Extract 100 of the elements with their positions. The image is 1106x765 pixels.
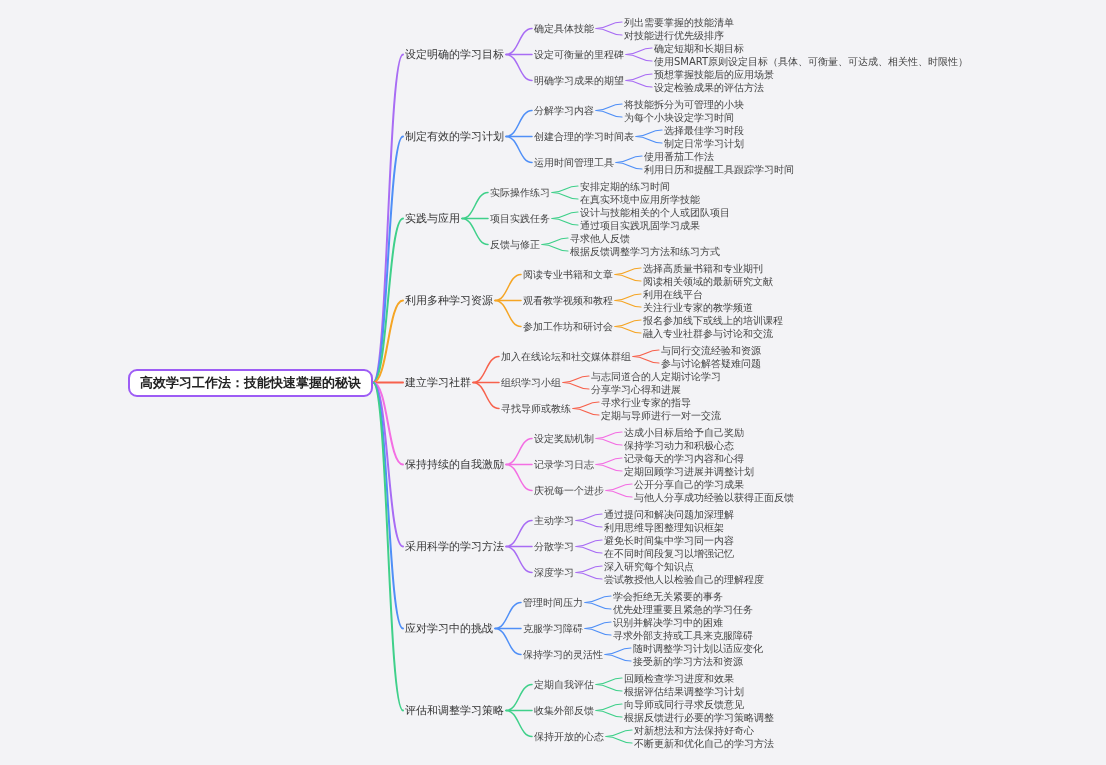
branch-line [505, 135, 533, 164]
leaf-topic: 参与讨论解答疑难问题 [659, 356, 763, 370]
branch-line [575, 519, 603, 528]
leaf-topic: 阅读相关领域的最新研究文献 [641, 274, 775, 288]
subtopic: 参加工作坊和研讨会 [521, 320, 615, 333]
leaf-topic: 深入研究每个知识点 [602, 559, 766, 573]
branch-line [604, 653, 632, 662]
subtopic: 保持开放的心态 [532, 730, 606, 743]
leaf-topic: 随时调整学习计划以适应变化 [631, 641, 765, 655]
leaf-topic: 回顾检查学习进度和效果 [622, 671, 746, 685]
branch-line [625, 79, 653, 88]
branch-line [494, 601, 522, 630]
subtopic: 记录学习日志 [532, 458, 596, 471]
subtopic: 收集外部反馈 [532, 704, 596, 717]
branch-line [614, 299, 642, 308]
branch-line [584, 601, 612, 610]
branch-line [372, 381, 404, 712]
leaf-topic: 接受新的学习方法和资源 [631, 654, 765, 668]
branch-line [614, 325, 642, 334]
leaf-topic: 与同行交流经验和资源 [659, 343, 763, 357]
leaf-topic: 使用SMART原则设定目标（具体、可衡量、可达成、相关性、时限性） [652, 54, 971, 68]
leaf-topic: 利用日历和提醒工具跟踪学习时间 [642, 162, 796, 176]
branch-line [494, 299, 522, 328]
branch-line [541, 243, 569, 252]
branch-line [372, 381, 404, 466]
leaf-topic: 与他人分享成功经验以获得正面反馈 [632, 490, 796, 504]
leaf-topic: 达成小目标后给予自己奖励 [622, 425, 746, 439]
subtopic: 确定具体技能 [532, 22, 596, 35]
branch-line [505, 27, 533, 56]
subtopic: 设定可衡量的里程碑 [532, 48, 626, 61]
branch-line [461, 191, 489, 220]
subtopic: 明确学习成果的期望 [532, 74, 626, 87]
leaf-topic: 设计与技能相关的个人或团队项目 [578, 205, 732, 219]
leaf-topic: 寻求外部支持或工具来克服障碍 [611, 628, 755, 642]
leaf-topic: 在不同时间段复习以增强记忆 [602, 546, 736, 560]
subtopic: 克服学习障碍 [521, 622, 585, 635]
branch-line [505, 109, 533, 138]
branch-line [572, 407, 600, 416]
subtopic: 主动学习 [532, 514, 576, 527]
leaf-topic: 在真实环境中应用所学技能 [578, 192, 702, 206]
leaf-topic: 寻求他人反馈 [568, 231, 722, 245]
leaf-topic: 制定日常学习计划 [662, 136, 746, 150]
leaf-topic: 定期与导师进行一对一交流 [599, 408, 723, 422]
branch-line [372, 299, 404, 384]
leaf-topic: 寻求行业专家的指导 [599, 395, 723, 409]
branch-line [505, 519, 533, 548]
branch-line [632, 355, 660, 364]
leaf-topic: 记录每天的学习内容和心得 [622, 451, 756, 465]
branch-line [494, 273, 522, 302]
branch-line [505, 709, 533, 738]
branch-line [605, 735, 633, 744]
branch-line [584, 627, 612, 636]
branch-line [505, 437, 533, 466]
leaf-topic: 分享学习心得和进展 [589, 382, 723, 396]
branch-line [595, 109, 623, 118]
leaf-topic: 根据反馈进行必要的学习策略调整 [622, 710, 776, 724]
leaf-topic: 预想掌握技能后的应用场景 [652, 67, 776, 81]
branch-line [595, 437, 623, 446]
subtopic: 实际操作练习 [488, 186, 552, 199]
leaf-topic: 利用思维导图整理知识框架 [602, 520, 736, 534]
leaf-topic: 列出需要掌握的技能清单 [622, 15, 736, 29]
subtopic: 保持学习的灵活性 [521, 648, 605, 661]
leaf-topic: 为每个小块设定学习时间 [622, 110, 746, 124]
leaf-topic: 优先处理重要且紧急的学习任务 [611, 602, 755, 616]
leaf-topic: 安排定期的练习时间 [578, 179, 702, 193]
leaf-topic: 保持学习动力和积极心态 [622, 438, 746, 452]
leaf-topic: 报名参加线下或线上的培训课程 [641, 313, 785, 327]
branch-line [505, 463, 533, 492]
leaf-topic: 避免长时间集中学习同一内容 [602, 533, 736, 547]
branch-line [575, 545, 603, 554]
branch-line [551, 191, 579, 200]
leaf-topic: 通过提问和解决问题加深理解 [602, 507, 736, 521]
subtopic: 管理时间压力 [521, 596, 585, 609]
branch-line [372, 381, 404, 548]
subtopic: 分解学习内容 [532, 104, 596, 117]
leaf-topic: 识别并解决学习中的困难 [611, 615, 755, 629]
leaf-topic: 确定短期和长期目标 [652, 41, 971, 55]
leaf-topic: 学会拒绝无关紧要的事务 [611, 589, 755, 603]
main-topic: 设定明确的学习目标 [403, 47, 506, 62]
leaf-topic: 选择最佳学习时段 [662, 123, 746, 137]
leaf-topic: 公开分享自己的学习成果 [632, 477, 796, 491]
branch-line [595, 463, 623, 472]
subtopic: 项目实践任务 [488, 212, 552, 225]
leaf-topic: 选择高质量书籍和专业期刊 [641, 261, 775, 275]
branch-line [605, 489, 633, 498]
main-topic: 保持持续的自我激励 [403, 457, 506, 472]
branch-line [595, 709, 623, 718]
subtopic: 设定奖励机制 [532, 432, 596, 445]
leaf-topic: 设定检验成果的评估方法 [652, 80, 776, 94]
subtopic: 创建合理的学习时间表 [532, 130, 636, 143]
branch-line [595, 27, 623, 36]
leaf-topic: 向导师或同行寻求反馈意见 [622, 697, 776, 711]
leaf-topic: 融入专业社群参与讨论和交流 [641, 326, 785, 340]
subtopic: 庆祝每一个进步 [532, 484, 606, 497]
leaf-topic: 与志同道合的人定期讨论学习 [589, 369, 723, 383]
subtopic: 寻找导师或教练 [499, 402, 573, 415]
subtopic: 观看教学视频和教程 [521, 294, 615, 307]
subtopic: 定期自我评估 [532, 678, 596, 691]
subtopic: 深度学习 [532, 566, 576, 579]
subtopic: 运用时间管理工具 [532, 156, 616, 169]
